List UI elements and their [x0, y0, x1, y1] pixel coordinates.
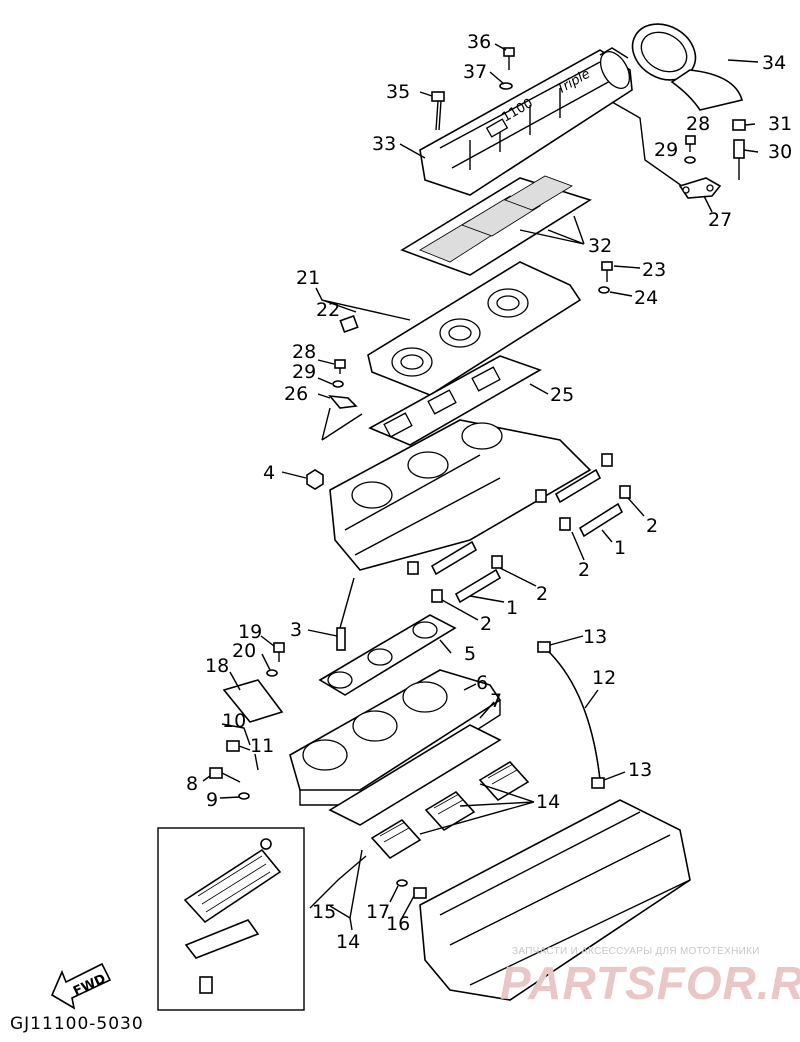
callout-22: 22 [316, 299, 340, 321]
part-21-throttle-body[interactable] [367, 261, 582, 396]
carburetor-assembly[interactable] [329, 419, 592, 571]
part-25-gasket[interactable] [368, 355, 542, 446]
callout-29: 29 [654, 139, 678, 161]
callout-11: 11 [250, 735, 274, 757]
callout-2-b: 2 [578, 559, 590, 581]
callout-24: 24 [634, 287, 658, 309]
callout-4: 4 [263, 462, 275, 484]
part-36-bolt[interactable] [503, 47, 515, 70]
callout-3: 3 [290, 619, 302, 641]
intake-silencer-body[interactable] [419, 799, 691, 1001]
callout-16: 16 [386, 913, 410, 935]
callout-15: 15 [312, 901, 336, 923]
callout-19: 19 [238, 621, 262, 643]
callout-2-c: 2 [536, 583, 548, 605]
part-15-reed-inset[interactable] [157, 827, 305, 1011]
callout-5: 5 [464, 643, 476, 665]
part-37-washer[interactable] [499, 82, 513, 90]
part-34-elbow-hose[interactable] [622, 13, 743, 111]
part-8-9-bolt-washer[interactable] [209, 767, 250, 800]
callout-8: 8 [186, 773, 198, 795]
part-4-nut[interactable] [306, 469, 324, 490]
callout-27: 27 [708, 209, 732, 231]
part-3-stud[interactable] [336, 627, 346, 651]
callout-14-right: 14 [536, 791, 560, 813]
part-5-gasket[interactable] [318, 614, 457, 696]
fwd-arrow: FWD [50, 962, 112, 1010]
callout-12: 12 [592, 667, 616, 689]
callout-7: 7 [490, 690, 502, 712]
callout-numbers: 36 37 35 34 33 28 31 29 30 27 32 23 21 2… [186, 31, 792, 953]
callout-13-top: 13 [583, 626, 607, 648]
part-33-intake-cover[interactable]: 1100 Triple [419, 47, 635, 196]
callout-37: 37 [463, 61, 487, 83]
part-23-24-bolt-washer[interactable] [598, 261, 613, 294]
part-6-intake-manifold[interactable] [289, 669, 502, 806]
part-22-fitting[interactable] [339, 314, 359, 334]
callout-14-left: 14 [336, 931, 360, 953]
callout-35: 35 [386, 81, 410, 103]
part-35-bolt[interactable] [431, 91, 445, 131]
callout-2-d: 2 [480, 613, 492, 635]
callout-36: 36 [467, 31, 491, 53]
callout-23: 23 [642, 259, 666, 281]
callout-18: 18 [205, 655, 229, 677]
callout-32: 32 [588, 235, 612, 257]
callout-1-b: 1 [506, 597, 518, 619]
part-13-clamps[interactable] [537, 641, 605, 789]
callout-2-a: 2 [646, 515, 658, 537]
part-31-30-fitting[interactable] [732, 119, 746, 180]
callout-34: 34 [762, 52, 786, 74]
callout-25: 25 [550, 384, 574, 406]
callout-21: 21 [296, 267, 320, 289]
part-32-filter-screens[interactable] [400, 175, 592, 276]
part-1-hoses[interactable] [430, 468, 624, 604]
callout-33: 33 [372, 133, 396, 155]
callout-13-bottom: 13 [628, 759, 652, 781]
callout-20: 20 [232, 640, 256, 662]
callout-30: 30 [768, 141, 792, 163]
callout-6: 6 [476, 672, 488, 694]
part-28-29-26-bolt-clip[interactable] [328, 359, 358, 409]
callout-26: 26 [284, 383, 308, 405]
part-28-29-bolt-washer[interactable] [684, 135, 696, 164]
part-16-17-bolt-washer[interactable] [396, 879, 427, 899]
part-12-hose[interactable] [544, 647, 601, 781]
part-19-20-bolt-washer[interactable] [266, 642, 285, 677]
callout-17: 17 [366, 901, 390, 923]
callout-31: 31 [768, 113, 792, 135]
callout-1-a: 1 [614, 537, 626, 559]
part-18-plate[interactable] [222, 679, 284, 723]
part-2-clamps[interactable] [407, 453, 631, 603]
watermark-brand: PARTSFOR.RU [500, 957, 800, 1009]
part-14-reed-valves[interactable] [370, 760, 530, 860]
callout-29-lower: 29 [292, 361, 316, 383]
callout-28: 28 [686, 113, 710, 135]
part-10-11-bolts[interactable] [226, 740, 259, 771]
diagram-code: GJ11100-5030 [10, 1014, 144, 1034]
part-27-bracket[interactable] [678, 177, 722, 199]
callout-9: 9 [206, 789, 218, 811]
callout-28-lower: 28 [292, 341, 316, 363]
leader-lines [202, 43, 759, 931]
watermark-caption: ЗАПЧАСТИ И АКСЕССУАРЫ ДЛЯ МОТОТЕХНИКИ [512, 946, 760, 957]
part-7-gasket[interactable] [328, 724, 502, 826]
callout-10: 10 [222, 710, 246, 732]
